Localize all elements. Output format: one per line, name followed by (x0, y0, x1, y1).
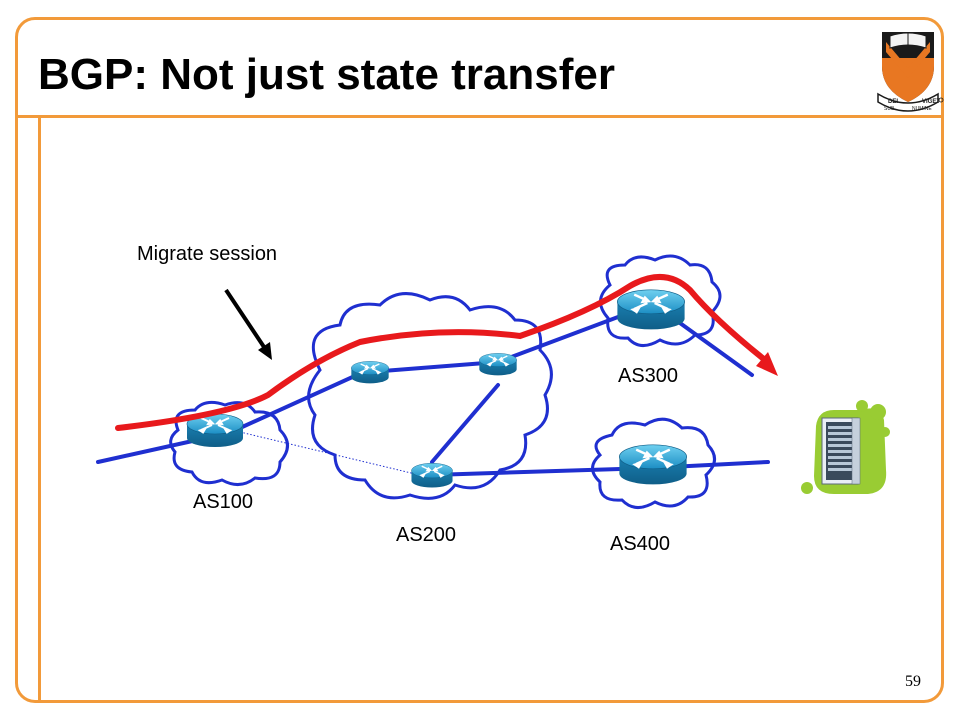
pointer-arrow (224, 288, 268, 352)
router-icon (618, 443, 688, 486)
as200-cloud (307, 292, 553, 500)
router-icon (616, 288, 686, 331)
as400-label: AS400 (610, 533, 670, 555)
router-icon (350, 360, 390, 385)
as200-label: AS200 (396, 524, 456, 546)
left-divider (38, 117, 41, 703)
page-number: 59 (905, 673, 921, 690)
slide-title: BGP: Not just state transfer (38, 50, 615, 99)
logo-motto-left-2: SUB (884, 106, 895, 112)
migrate-session-label: Migrate session (137, 243, 277, 265)
link-as200c-as400 (430, 466, 652, 477)
link-as100-as200a (238, 368, 370, 430)
as300-label: AS300 (618, 365, 678, 387)
princeton-shield-icon: DEI SUB NUMINE VIGET (877, 32, 944, 112)
as100-label: AS100 (193, 491, 253, 513)
server-icon (801, 400, 890, 494)
pointer-arrowhead (258, 342, 272, 360)
router-icon (478, 352, 518, 377)
logo-motto-right: NUMINE (912, 106, 932, 112)
migration-path-arrow (115, 273, 768, 431)
link-as100-as200c-dotted (239, 431, 433, 479)
router-icon (410, 462, 454, 489)
migration-arrowhead (756, 352, 778, 376)
title-divider (15, 115, 944, 118)
logo-motto-left: DEI (888, 99, 898, 105)
link-as200a-as200b (368, 360, 500, 374)
link-as200b-as200c (430, 383, 500, 464)
logo-motto-right-2: VIGET (922, 99, 940, 105)
